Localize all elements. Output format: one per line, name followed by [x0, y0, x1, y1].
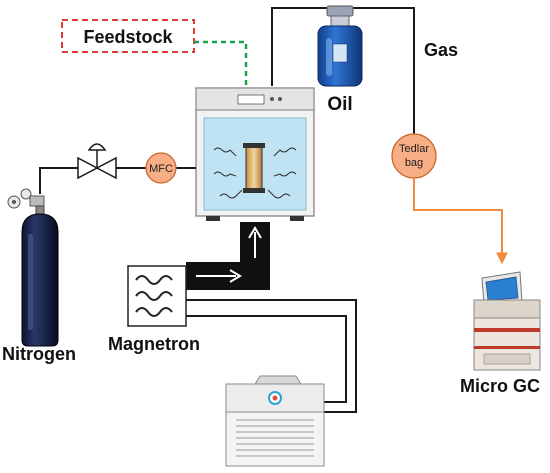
reactor-foot-right [290, 216, 304, 221]
tedlar-label-line1: Tedlar [399, 143, 429, 155]
nitrogen-pipe-1 [39, 167, 78, 194]
reactor-tube-cap-top [243, 143, 265, 148]
wave-squiggle-4 [273, 147, 297, 157]
cooling-line-outer [186, 299, 357, 413]
feedstock-label: Feedstock [83, 27, 173, 47]
waveguide [186, 222, 270, 290]
wave-squiggle-5 [273, 171, 297, 177]
oil-collector: Oil [317, 5, 363, 115]
reactor-knob-2 [278, 97, 282, 101]
wave-squiggle-3 [219, 189, 243, 199]
oil-collector-cap [326, 5, 354, 17]
valve-right-triangle [95, 156, 117, 180]
micro-gc-label: Micro GC [460, 376, 540, 396]
wave-coil-icon-3 [135, 307, 173, 317]
valve-actuator [87, 143, 107, 151]
reactor-display [237, 94, 265, 105]
cooling-lines [186, 299, 357, 413]
mfc: MFC [145, 152, 177, 184]
chiller-icon [225, 375, 325, 467]
valve-left-triangle [77, 156, 99, 180]
oil-collector-sticker [332, 43, 348, 63]
tedlar-label-line2: bag [405, 157, 423, 169]
micro-gc: Micro GC [460, 271, 541, 396]
magnetron-label: Magnetron [108, 334, 200, 354]
gc-sample-arrow [413, 178, 508, 265]
waveguide-body [186, 222, 270, 290]
wave-squiggle-1 [213, 147, 237, 157]
microwave-reactor [195, 87, 315, 221]
tedlar-bag: Tedlar bag [391, 133, 508, 265]
feedstock-box [61, 19, 195, 53]
wave-coil-icon-2 [135, 291, 173, 301]
reactor-knob-1 [270, 97, 274, 101]
wave-squiggle-2 [213, 171, 237, 177]
cooling-line-inner [186, 315, 347, 403]
mfc-label: MFC [149, 163, 173, 175]
gc-top-panel [473, 299, 541, 319]
oil-label: Oil [327, 94, 352, 115]
valve-icon [77, 143, 117, 180]
oil-collector-shine [326, 38, 332, 76]
wave-squiggle-6 [267, 189, 291, 199]
magnetron: Magnetron [108, 265, 200, 354]
gas-label: Gas [424, 40, 458, 60]
nitrogen-label: Nitrogen [2, 344, 76, 364]
nitrogen-cylinder-shine [28, 234, 33, 330]
mfc-circle [145, 152, 177, 184]
reactor-tube-cap-bottom [243, 188, 265, 193]
gc-monitor-screen [485, 276, 519, 301]
chiller-vent [236, 419, 314, 457]
chiller-display-dot [272, 395, 278, 401]
regulator-icon [7, 188, 45, 215]
reactor-foot-left [206, 216, 220, 221]
tedlar-bag-circle [391, 133, 437, 179]
gc-stripe-1 [474, 328, 540, 332]
wave-coil-icon [135, 275, 173, 285]
nitrogen-line [39, 167, 196, 194]
waveguide-arrow-up-head [248, 226, 262, 239]
feedstock-group: Feedstock [61, 19, 254, 105]
gc-drawer [483, 353, 531, 365]
waveguide-arrow-right-head [229, 269, 242, 283]
gc-instrument-icon [473, 271, 541, 371]
feed-arrow [194, 40, 254, 105]
nitrogen-cylinder: Nitrogen [2, 188, 76, 364]
gc-stripe-2 [474, 346, 540, 349]
nitrogen-cylinder-body [21, 213, 59, 347]
reactor-tube-icon [245, 145, 263, 191]
oil-collector-neck [330, 15, 350, 27]
